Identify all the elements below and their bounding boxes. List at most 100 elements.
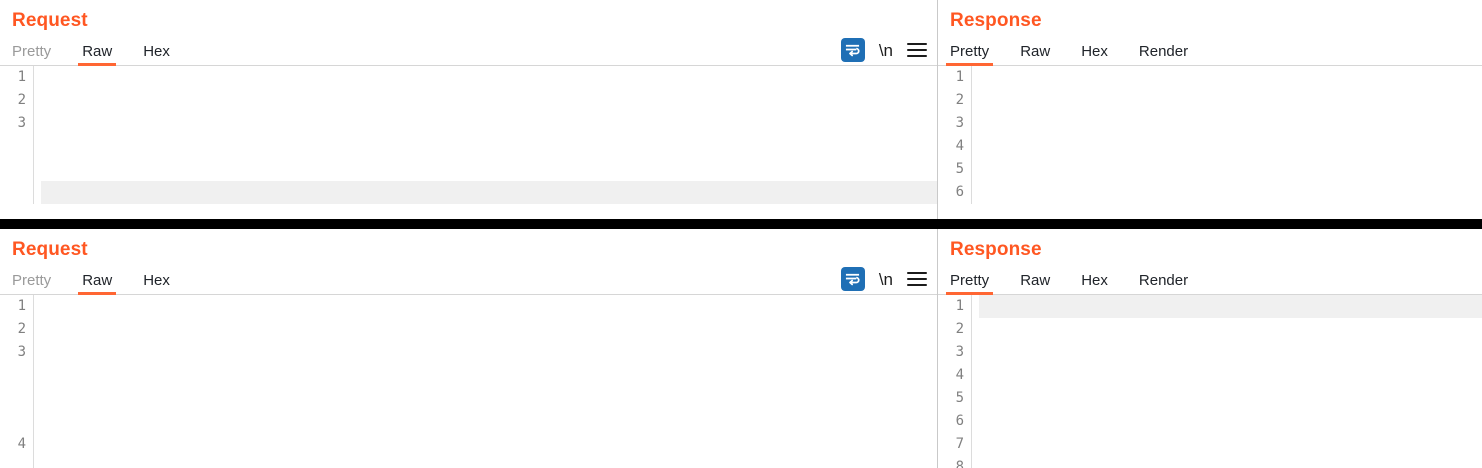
screenshot-divider bbox=[0, 219, 1482, 229]
response-tabbar-top: Pretty Raw Hex Render bbox=[938, 34, 1482, 66]
code-line: Content-Length: 2042 bbox=[979, 135, 1482, 158]
response-tabbar-bottom: Pretty Raw Hex Render bbox=[938, 263, 1482, 295]
tab-hex[interactable]: Hex bbox=[1081, 43, 1108, 60]
code-line-wrapped: C60JrOGC9s34pLuE4oV03SMBw4dZ3hVd bbox=[41, 181, 937, 204]
line-number: 2 bbox=[17, 321, 26, 337]
response-editor-top[interactable]: 1 2 3 4 5 6 HTTP/1.1 500 Internal Server… bbox=[938, 66, 1482, 204]
code-line: Content-Type: text/html; charset=utf-8 bbox=[979, 318, 1482, 341]
code-line: User-Agent: Mozilla/5.0 (Windows NT 10.0… bbox=[41, 433, 937, 456]
tab-hex[interactable]: Hex bbox=[143, 43, 170, 60]
code-line: <!DOCTYPE html> bbox=[979, 181, 1482, 204]
request-pane-title: Request bbox=[12, 10, 88, 31]
tab-raw[interactable]: Raw bbox=[1020, 43, 1051, 60]
line-number-gutter: 1 2 3 4 bbox=[0, 295, 26, 468]
line-number: 2 bbox=[955, 92, 964, 108]
burp-screenshot-bottom: Request Pretty Raw Hex bbox=[0, 229, 1482, 468]
line-number: 2 bbox=[17, 92, 26, 108]
line-number: 3 bbox=[955, 115, 964, 131]
line-number: 1 bbox=[955, 69, 964, 85]
line-number bbox=[0, 158, 26, 181]
line-number: 7 bbox=[955, 436, 964, 452]
line-number: 5 bbox=[955, 390, 964, 406]
tab-raw[interactable]: Raw bbox=[1020, 272, 1051, 289]
word-wrap-icon[interactable] bbox=[840, 38, 865, 62]
burp-screenshot-top: Request Pretty Raw Hex bbox=[0, 0, 1482, 219]
code-line: Host: 0af500950324d06bc0aa361f00580090.w… bbox=[41, 89, 937, 112]
code-line: <html> bbox=[979, 433, 1482, 456]
code-line-blank bbox=[979, 387, 1482, 410]
hamburger-menu-icon[interactable] bbox=[907, 272, 927, 286]
line-number: 5 bbox=[955, 161, 964, 177]
code-line: Host: 0af500950324d06bc0aa361f00580090.w… bbox=[41, 318, 937, 341]
code-line-blank bbox=[979, 158, 1482, 181]
request-tabbar-bottom: Pretty Raw Hex \n bbox=[0, 263, 937, 295]
line-number: 3 bbox=[955, 344, 964, 360]
code-line: GET / HTTP/1.1 bbox=[41, 66, 937, 89]
request-toolbar-bottom: \n bbox=[840, 267, 927, 291]
code-line-wrapped: trxbKXjwy15U18aw'||(select+case+when(1%3… bbox=[41, 135, 937, 158]
response-editor-bottom[interactable]: 1 2 3 4 5 6 7 8 HTTP/1.1 500 Internal Se… bbox=[938, 295, 1482, 468]
line-number-gutter: 1 2 3 bbox=[0, 66, 26, 204]
tab-render[interactable]: Render bbox=[1138, 272, 1189, 289]
code-line-wrapped: trxbKXjwy15U18aw'||(select+case+when+len… bbox=[41, 364, 937, 387]
line-number bbox=[0, 387, 26, 410]
newline-toggle[interactable]: \n bbox=[878, 40, 893, 60]
request-code-bottom[interactable]: GET / HTTP/1.1 Host: 0af500950324d06bc0a… bbox=[33, 295, 937, 468]
line-number: 3 bbox=[17, 115, 26, 131]
response-code-top[interactable]: HTTP/1.1 500 Internal Server Error Conte… bbox=[971, 66, 1482, 204]
request-toolbar-top: \n bbox=[840, 38, 927, 62]
hamburger-menu-icon[interactable] bbox=[907, 43, 927, 57]
line-number bbox=[0, 135, 26, 158]
line-number: 1 bbox=[955, 298, 964, 314]
request-editor-top[interactable]: 1 2 3 GET / HTTP/1.1 Host: 0af500950324d… bbox=[0, 66, 937, 204]
line-number: 3 bbox=[17, 344, 26, 360]
word-wrap-icon[interactable] bbox=[840, 267, 865, 291]
code-line: HTTP/1.1 500 Internal Server Error bbox=[979, 295, 1482, 318]
line-number-gutter: 1 2 3 4 5 6 bbox=[938, 66, 964, 204]
tab-render[interactable]: Render bbox=[1138, 43, 1189, 60]
line-number: 4 bbox=[17, 436, 26, 452]
code-line-wrapped: C60JrOGC9s34pLuE4oV03SMBw4dZ3hVd bbox=[41, 410, 937, 433]
line-number-gutter: 1 2 3 4 5 6 7 8 bbox=[938, 295, 964, 468]
line-number: 8 bbox=[955, 459, 964, 468]
tab-pretty[interactable]: Pretty bbox=[945, 43, 994, 66]
line-number: 6 bbox=[955, 184, 964, 200]
request-pane-title: Request bbox=[12, 239, 88, 260]
code-line: HTTP/1.1 500 Internal Server Error bbox=[979, 66, 1482, 89]
code-line: Connection: close bbox=[979, 341, 1482, 364]
code-line-wrapped: +''+end+from+users+where+username%3d'adm… bbox=[41, 387, 937, 410]
response-pane-title: Response bbox=[950, 10, 1042, 31]
line-number: 4 bbox=[955, 138, 964, 154]
code-line-wrapped: Firefox/108.0 bbox=[41, 456, 937, 468]
request-code-top[interactable]: GET / HTTP/1.1 Host: 0af500950324d06bc0a… bbox=[33, 66, 937, 204]
code-line: Content-Length: 2042 bbox=[979, 364, 1482, 387]
line-number bbox=[0, 456, 26, 468]
response-code-bottom[interactable]: HTTP/1.1 500 Internal Server Error Conte… bbox=[971, 295, 1482, 468]
line-number bbox=[0, 410, 26, 433]
line-number bbox=[0, 364, 26, 387]
tab-pretty[interactable]: Pretty bbox=[945, 272, 994, 295]
request-tabbar-top: Pretty Raw Hex \n bbox=[0, 34, 937, 66]
code-line: GET / HTTP/1.1 bbox=[41, 295, 937, 318]
tab-hex[interactable]: Hex bbox=[1081, 272, 1108, 289]
code-line: Connection: close bbox=[979, 112, 1482, 135]
tab-pretty[interactable]: Pretty bbox=[12, 43, 52, 60]
response-pane-top: Response Pretty Raw Hex Render 1 2 3 4 5… bbox=[937, 0, 1482, 219]
tab-pretty[interactable]: Pretty bbox=[12, 272, 52, 289]
response-pane-title: Response bbox=[950, 239, 1042, 260]
request-editor-bottom[interactable]: 1 2 3 4 GET / HTTP/1.1 Host: 0af50095032… bbox=[0, 295, 937, 468]
tab-hex[interactable]: Hex bbox=[143, 272, 170, 289]
response-pane-bottom: Response Pretty Raw Hex Render 1 2 3 4 5… bbox=[937, 229, 1482, 468]
tab-raw[interactable]: Raw bbox=[78, 272, 117, 295]
line-number: 6 bbox=[955, 413, 964, 429]
tab-raw[interactable]: Raw bbox=[78, 43, 117, 66]
request-pane-bottom: Request Pretty Raw Hex bbox=[0, 229, 937, 468]
code-line: <!DOCTYPE html> bbox=[979, 410, 1482, 433]
code-line: Cookie: TrackingId= bbox=[41, 112, 937, 135]
line-number: 1 bbox=[17, 69, 26, 85]
newline-toggle[interactable]: \n bbox=[878, 269, 893, 289]
request-pane-top: Request Pretty Raw Hex bbox=[0, 0, 937, 219]
line-number: 2 bbox=[955, 321, 964, 337]
code-line: Content-Type: text/html; charset=utf-8 bbox=[979, 89, 1482, 112]
line-number bbox=[0, 181, 26, 204]
